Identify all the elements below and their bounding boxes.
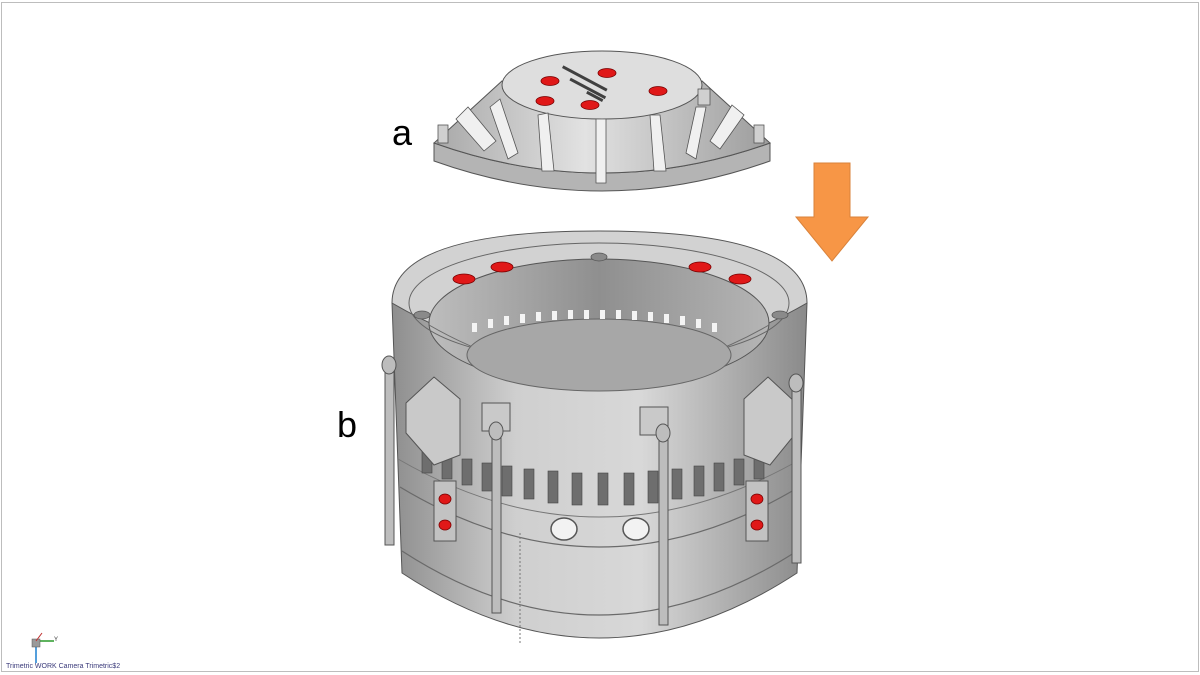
- cap-engraving: [561, 65, 608, 102]
- down-arrow-icon: [794, 162, 870, 262]
- cap-holes: [535, 68, 668, 110]
- camera-status-text: Trimetric WORK Camera Trimetric$2: [6, 663, 121, 670]
- part-b-label: b: [337, 404, 358, 445]
- part-a-cap: [433, 50, 771, 192]
- round-ports: [550, 517, 650, 541]
- tubes: [381, 355, 804, 626]
- part-b-ring: [381, 230, 808, 643]
- part-a-label: a: [392, 112, 413, 153]
- cap-slots: [455, 98, 745, 184]
- cap-top-face: [501, 50, 703, 120]
- axis-y-label: Y: [54, 637, 59, 643]
- assembly-illustration: [381, 50, 870, 643]
- axis-triad-icon: [28, 631, 68, 667]
- bolt-pads: [433, 480, 769, 542]
- inner-slots: [472, 310, 717, 332]
- window-row: [421, 450, 765, 506]
- flange-grey-holes: [413, 252, 789, 320]
- flange-holes: [452, 261, 752, 285]
- cap-tabs: [437, 88, 765, 144]
